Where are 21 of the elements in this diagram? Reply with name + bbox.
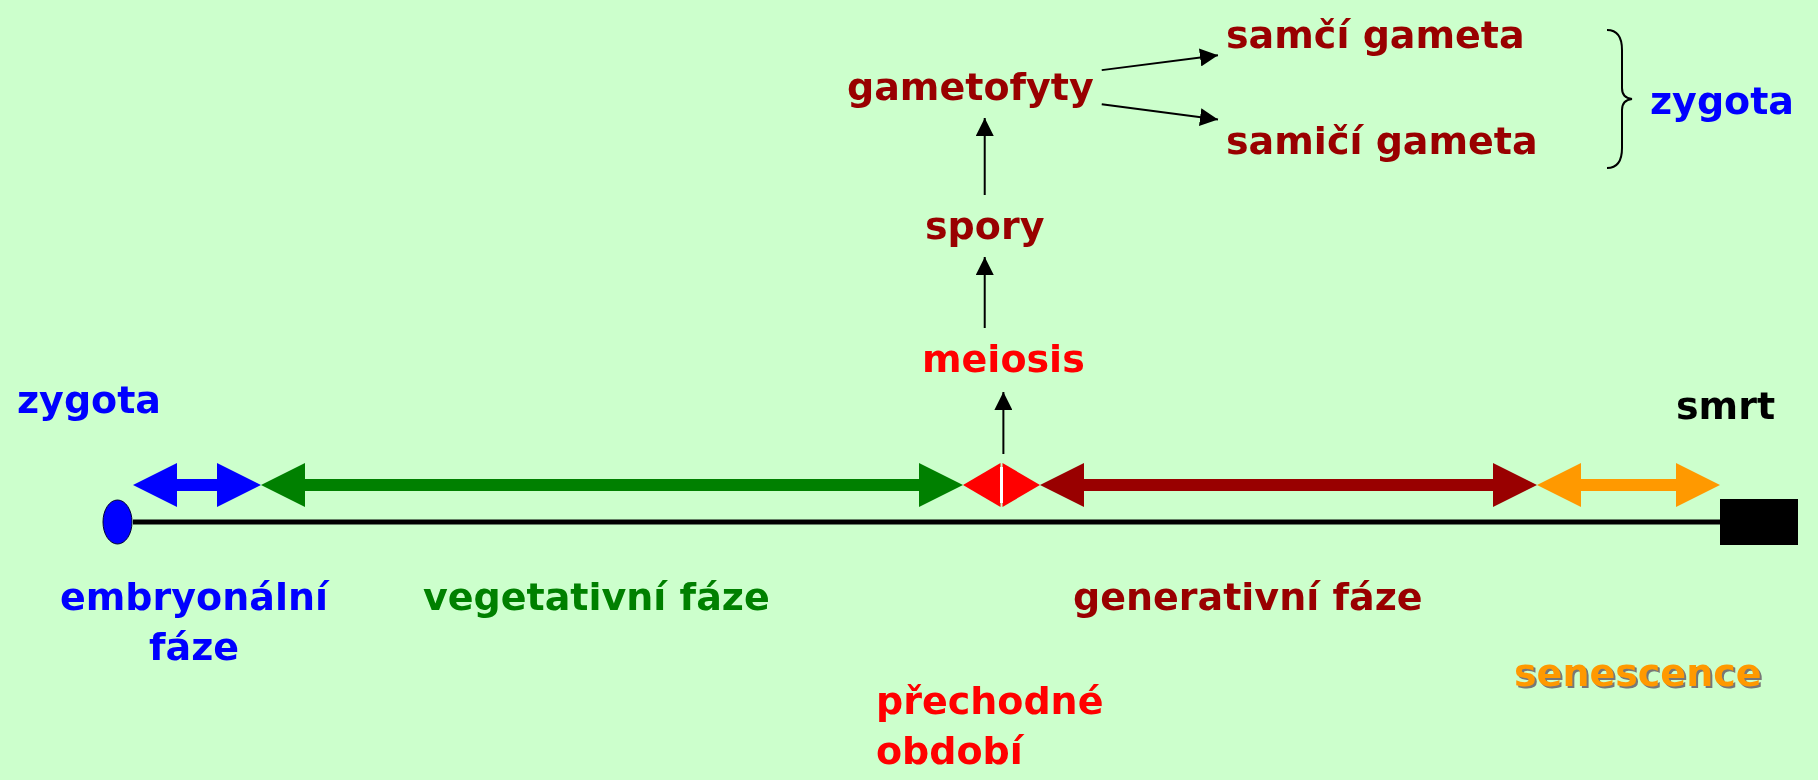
timeline-line xyxy=(133,519,1720,525)
stage-label: zygota xyxy=(1650,78,1794,124)
phase-label: přechodné období xyxy=(876,678,1105,775)
arrow xyxy=(975,256,994,329)
phase-label: generativní fáze xyxy=(1073,574,1423,620)
stage-label: smrt xyxy=(1676,383,1776,429)
start-marker xyxy=(102,499,133,545)
stage-label: samičí gameta xyxy=(1226,118,1538,164)
stage-label: zygota xyxy=(17,377,161,423)
arrow xyxy=(1100,48,1219,72)
stage-label: gametofyty xyxy=(847,64,1094,110)
end-marker xyxy=(1720,499,1798,545)
arrow xyxy=(975,117,994,196)
phase-label: vegetativní fáze xyxy=(423,574,770,620)
stage-label: samčí gameta xyxy=(1226,12,1525,58)
arrow xyxy=(994,391,1013,455)
stage-label: meiosis xyxy=(922,336,1085,382)
stage-label: spory xyxy=(925,203,1045,249)
phase-label: embryonální fáze xyxy=(59,574,331,671)
arrow xyxy=(1100,103,1219,127)
phase-label: senescence xyxy=(1514,650,1762,696)
